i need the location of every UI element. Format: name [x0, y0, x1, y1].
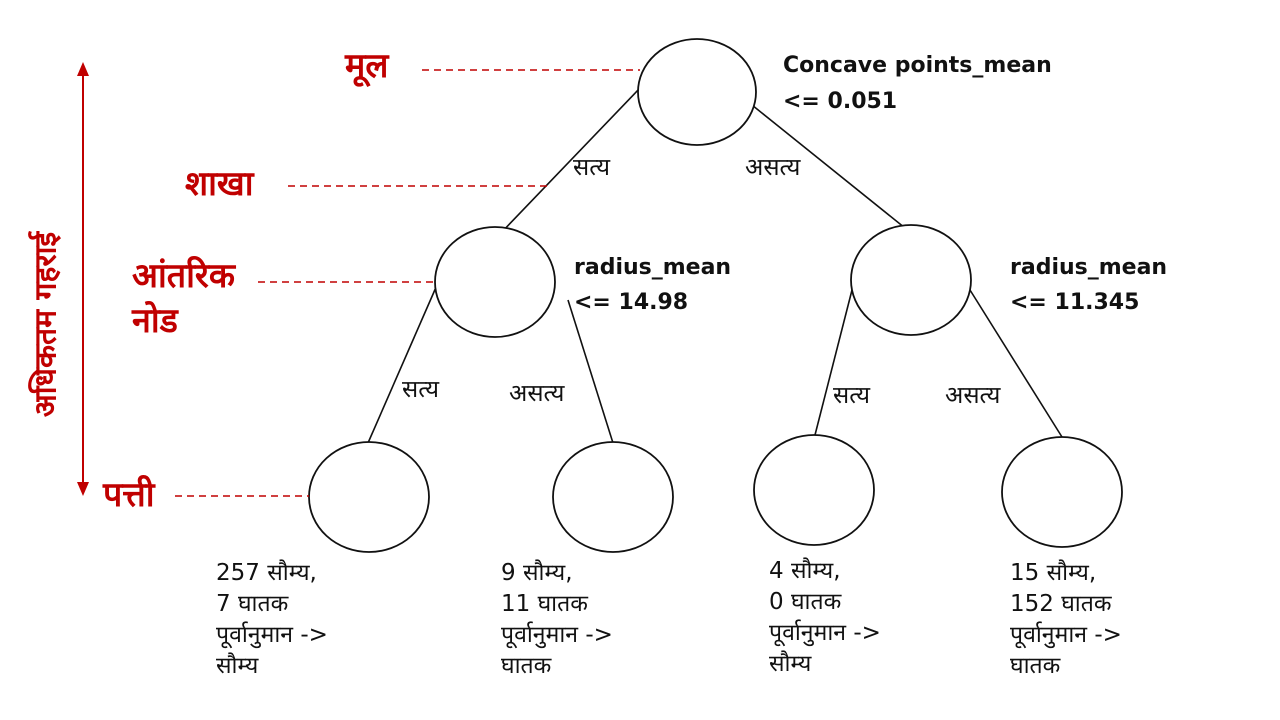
leaf-node-2 — [552, 441, 674, 553]
leaf-1-counts-malignant: 7 घातक — [216, 591, 289, 617]
internal-node-right — [850, 224, 972, 336]
leaf-4-counts-benign: 15 सौम्य, — [1010, 560, 1097, 586]
leaf-1-prediction-value: सौम्य — [216, 653, 259, 679]
internal-node-left — [434, 226, 556, 338]
internal-node-annotation-line1: आंतरिक — [132, 256, 235, 296]
leaf-text-4: 15 सौम्य, 152 घातक पूर्वानुमान -> घातक — [1010, 558, 1122, 682]
leaf-2-counts-malignant: 11 घातक — [501, 591, 588, 617]
edge-label-left-right: असत्य — [509, 379, 565, 407]
leaf-4-counts-malignant: 152 घातक — [1010, 591, 1112, 617]
edge-root-left — [497, 87, 641, 237]
right-node-condition-line2: <= 11.345 — [1010, 290, 1140, 315]
leaf-text-2: 9 सौम्य, 11 घातक पूर्वानुमान -> घातक — [501, 558, 613, 682]
leaf-node-4 — [1001, 436, 1123, 548]
leaf-3-prediction-label: पूर्वानुमान -> — [769, 620, 881, 646]
root-node — [637, 38, 757, 146]
edge-left-right — [567, 299, 614, 444]
root-condition-line2: <= 0.051 — [783, 89, 898, 114]
leaf-3-prediction-value: सौम्य — [769, 651, 812, 677]
leaf-4-prediction-value: घातक — [1010, 653, 1061, 679]
leaf-annotation: पत्ती — [103, 475, 155, 515]
leaf-2-prediction-label: पूर्वानुमान -> — [501, 622, 613, 648]
root-condition-line1: Concave points_mean — [783, 53, 1052, 78]
edge-label-root-left: सत्य — [573, 153, 611, 181]
max-depth-arrow — [77, 62, 89, 496]
leaf-1-counts-benign: 257 सौम्य, — [216, 560, 317, 586]
right-node-condition-line1: radius_mean — [1010, 255, 1168, 280]
edge-label-left-left: सत्य — [402, 375, 440, 403]
branch-annotation: शाखा — [185, 164, 254, 204]
leaf-text-1: 257 सौम्य, 7 घातक पूर्वानुमान -> सौम्य — [216, 558, 328, 682]
root-annotation: मूल — [345, 46, 389, 86]
leaf-text-3: 4 सौम्य, 0 घातक पूर्वानुमान -> सौम्य — [769, 556, 881, 680]
edge-label-right-left: सत्य — [833, 381, 871, 409]
leaf-1-prediction-label: पूर्वानुमान -> — [216, 622, 328, 648]
internal-node-annotation-line2: नोड — [132, 301, 178, 341]
edge-root-right — [751, 104, 911, 233]
left-node-condition-line2: <= 14.98 — [574, 290, 689, 315]
leaf-3-counts-benign: 4 सौम्य, — [769, 558, 841, 584]
edge-right-right — [969, 289, 1063, 438]
leaf-4-prediction-label: पूर्वानुमान -> — [1010, 622, 1122, 648]
leaf-node-3 — [753, 434, 875, 546]
leaf-2-prediction-value: घातक — [501, 653, 552, 679]
edge-label-right-right: असत्य — [945, 381, 1001, 409]
max-depth-annotation: अधिकतम गहराई — [28, 231, 64, 418]
edge-label-root-right: असत्य — [745, 153, 801, 181]
leaf-node-1 — [308, 441, 430, 553]
left-node-condition-line1: radius_mean — [574, 255, 732, 280]
edge-left-left — [367, 284, 438, 444]
edge-right-left — [814, 289, 853, 436]
leaf-2-counts-benign: 9 सौम्य, — [501, 560, 573, 586]
leaf-3-counts-malignant: 0 घातक — [769, 589, 842, 615]
